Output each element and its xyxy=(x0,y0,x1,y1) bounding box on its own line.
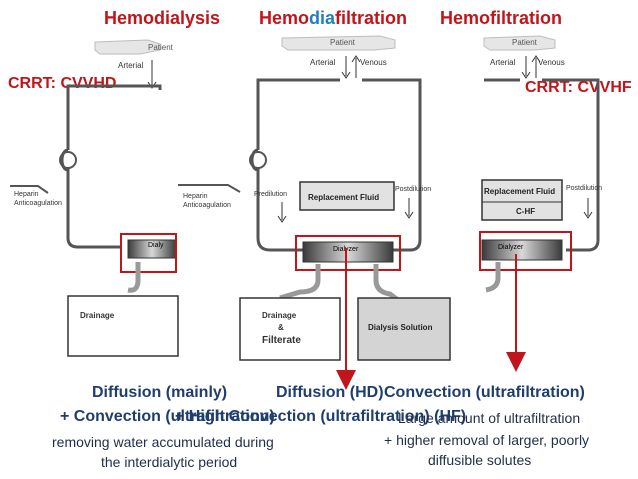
middle-patient-figure: Patient xyxy=(281,35,396,51)
mid-postdilution-label: Postdilution xyxy=(395,186,431,193)
caption-mid-line1: Diffusion (HD) xyxy=(276,384,384,401)
title-hemodiafiltration: Hemodiafiltration xyxy=(259,8,407,29)
left-anticoag-label: Anticoagulation xyxy=(14,200,62,207)
caption-right-line1: Convection (ultrafiltration) xyxy=(384,384,585,401)
left-patient-figure: Patient xyxy=(94,39,174,55)
right-patient-label: Patient xyxy=(512,38,538,47)
mid-heparin-label: Heparin xyxy=(183,193,208,200)
right-arterial-label: Arterial xyxy=(490,58,516,67)
left-arterial-label: Arterial xyxy=(118,61,144,70)
left-dialyzer-label: Dialy xyxy=(148,242,164,249)
mid-predilution-label: Predilution xyxy=(254,191,287,198)
caption-left-note1: removing water accumulated during xyxy=(52,434,274,450)
crrt-right-label: CRRT: CVVHF xyxy=(525,79,632,96)
caption-mid-line2: + High Convection (ultrafiltration) (HF) xyxy=(175,408,467,425)
mid-venous-label: Venous xyxy=(360,58,387,67)
left-heparin-label: Heparin xyxy=(14,191,39,198)
mid-arterial-label: Arterial xyxy=(310,58,336,67)
title-hemodialysis: Hemodialysis xyxy=(104,8,221,28)
left-drainage-label: Drainage xyxy=(80,311,115,320)
right-chf-label: C-HF xyxy=(516,207,535,216)
caption-right-note2: + higher removal of larger, poorly xyxy=(384,432,590,448)
caption-right-note1: Large amount of ultrafiltration xyxy=(398,410,581,426)
mid-anticoag-label: Anticoagulation xyxy=(183,202,231,209)
right-dialyzer-label: Dialyzer xyxy=(498,244,524,251)
right-patient-figure: Patient xyxy=(483,35,556,51)
title-hdf-mid: dia xyxy=(309,8,336,28)
caption-left-note2: the interdialytic period xyxy=(101,454,238,470)
right-postdilution-label: Postdilution xyxy=(566,185,602,192)
caption-right-note3: diffusible solutes xyxy=(428,452,532,468)
left-dialyzer-highlight xyxy=(120,233,177,273)
right-replacement-fluid-label: Replacement Fluid xyxy=(484,187,555,196)
mid-patient-label: Patient xyxy=(330,38,356,47)
title-hdf-prefix: Hemo xyxy=(259,8,310,28)
mid-dialyzer-highlight xyxy=(295,235,401,271)
mid-filterate-label: Filterate xyxy=(262,335,301,346)
mid-dialysis-solution-label: Dialysis Solution xyxy=(368,323,433,332)
mid-drainage-label: Drainage xyxy=(262,311,297,320)
left-patient-label: Patient xyxy=(148,43,174,52)
mid-ampersand-label: & xyxy=(278,323,284,332)
right-dialyzer-highlight xyxy=(479,231,572,271)
mid-replacement-fluid-label: Replacement Fluid xyxy=(308,193,379,202)
title-hdf-suffix: filtration xyxy=(335,8,408,28)
caption-left-line1: Diffusion (mainly) xyxy=(92,384,228,401)
title-hemofiltration: Hemofiltration xyxy=(440,8,563,28)
caption-left-line2: + Convection (ultrafiltration) xyxy=(60,408,275,425)
crrt-left-label: CRRT: CVVHD xyxy=(8,75,117,92)
right-venous-label: Venous xyxy=(538,58,565,67)
